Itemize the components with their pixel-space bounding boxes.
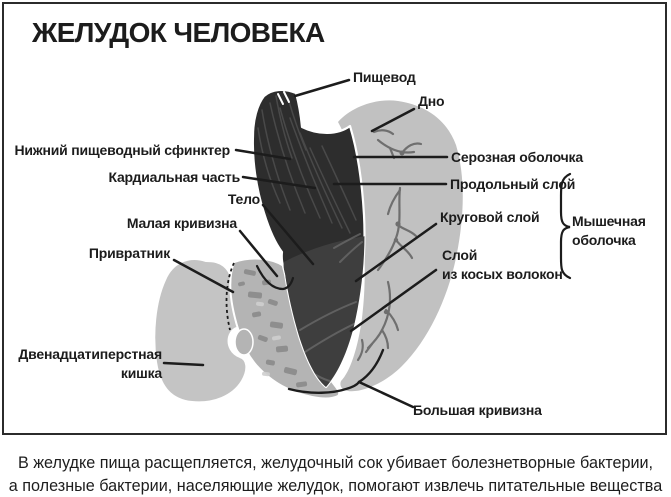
label-longitudinal-layer: Продольный слой: [450, 176, 576, 192]
label-cardiac-part: Кардиальная часть: [108, 169, 240, 185]
caption: В желудке пища расщепляется, желудочный …: [0, 452, 671, 497]
diagram-frame: [2, 2, 667, 435]
label-body: Тело: [227, 191, 260, 207]
label-lesser-curvature: Малая кривизна: [126, 215, 237, 231]
label-greater-curvature: Большая кривизна: [413, 402, 542, 418]
label-duodenum: Двенадцатиперстная кишка: [18, 346, 162, 381]
label-muscular-coat: Мышечная оболочка: [572, 213, 646, 248]
caption-line2: а полезные бактерии, населяющие желудок,…: [8, 477, 663, 495]
label-oblique-layer: Слой из косых волокон: [442, 247, 563, 282]
label-esophagus: Пищевод: [353, 69, 416, 85]
label-serous-membrane: Серозная оболочка: [451, 149, 583, 165]
caption-line1: В желудке пища расщепляется, желудочный …: [17, 454, 654, 472]
label-circular-layer: Круговой слой: [440, 209, 540, 225]
label-lower-esophageal-sphincter: Нижний пищеводный сфинктер: [14, 142, 230, 158]
label-pylorus: Привратник: [88, 245, 170, 261]
page-title: ЖЕЛУДОК ЧЕЛОВЕКА: [32, 17, 325, 48]
label-fundus: Дно: [418, 93, 445, 109]
